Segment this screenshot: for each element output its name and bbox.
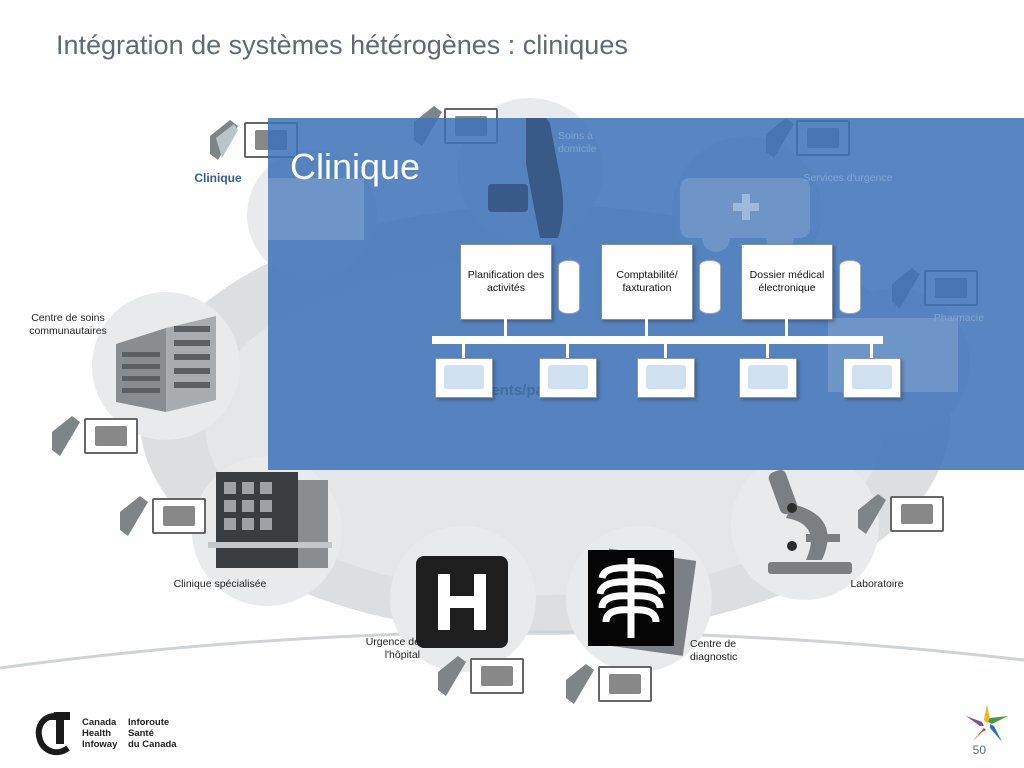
logo-line: du Canada [128,739,177,750]
document-icon [858,494,886,534]
label-pharmacie: Pharmacie [933,312,985,324]
connector-line [664,344,667,360]
microscope-icon [768,469,852,574]
connector-line [566,344,569,360]
workstation-icon [435,358,493,398]
database-icon [558,260,580,314]
document-icon [210,120,238,160]
monitor-icon [470,658,524,694]
label-centre-soins: Centre de soins communautaires [29,312,107,337]
star-logo-icon [966,704,1008,742]
label-clinique-specialisee: Clinique spécialisée [173,578,267,590]
document-icon [52,416,80,456]
workstation-icon [843,358,901,398]
logo-line: Inforoute [128,717,170,728]
connector-line [870,344,873,360]
connector-line [766,344,769,360]
document-icon [120,496,148,536]
workstation-icon [739,358,797,398]
database-icon [699,260,721,314]
system-box-planification: Planification des activités [460,244,552,320]
logo-text-fr: Inforoute Santé du Canada [128,717,177,750]
system-box-dossier-medical: Dossier médical électronique [741,244,833,320]
specialty-clinic-building-icon [208,472,332,568]
label-laboratoire: Laboratoire [850,578,904,590]
connector-line [504,318,507,336]
overlay-title: Clinique [290,146,421,187]
label-services-urgence: Services d'urgence [803,172,893,184]
document-icon [438,656,466,696]
label-soins-domicile: Soins à domicile [558,130,597,155]
logo-line: Health [82,728,112,739]
logo-line: Infoway [82,739,118,750]
connector-line [462,344,465,360]
logo-line: Canada [82,717,117,728]
page-number: 50 [972,743,986,757]
connector-line [785,318,788,336]
xray-icon [588,548,696,656]
infoway-logo-icon [35,712,70,756]
system-box-comptabilite: Comptabilité/ faxturation [601,244,693,320]
label-urgence-hopital: Urgence de l'hôpital [365,636,420,661]
monitor-icon [598,666,652,702]
database-icon [839,260,861,314]
overlay-faded-graphics [268,118,958,392]
monitor-icon [890,496,944,532]
network-bus [432,336,883,344]
logo-text-en: Canada Health Infoway [82,717,117,750]
label-centre-diagnostic: Centre de diagnostic [690,638,738,663]
monitor-icon [152,498,206,534]
slide-title: Intégration de systèmes hétérogènes : cl… [56,30,628,60]
monitor-icon [84,418,138,454]
office-building-icon [116,316,216,412]
document-icon [566,664,594,704]
label-clinique: Clinique [194,171,242,185]
workstation-icon [637,358,695,398]
logo-line: Santé [128,728,154,739]
hospital-h-icon [416,556,508,648]
connector-line [645,318,648,336]
workstation-icon [539,358,597,398]
